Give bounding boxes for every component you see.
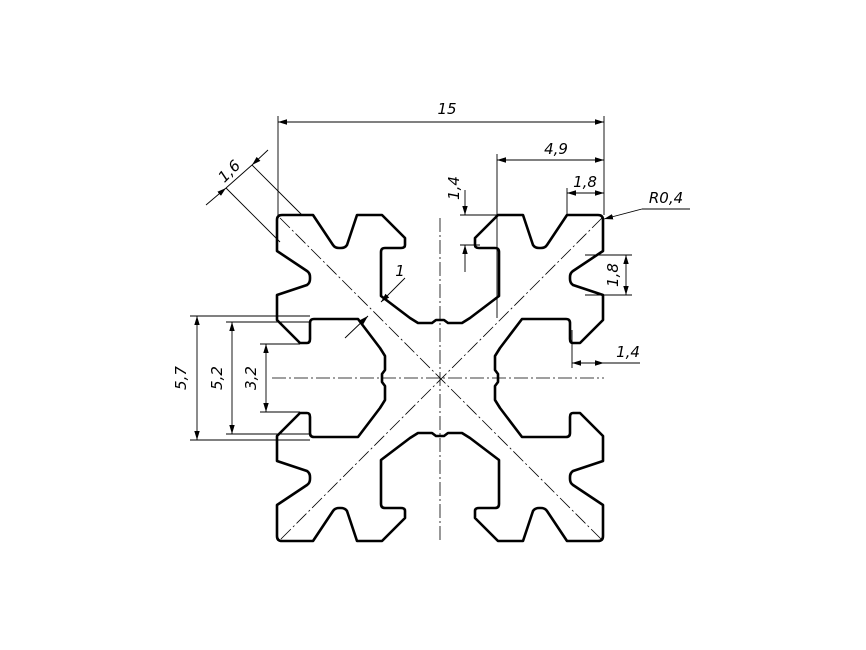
svg-text:1,4: 1,4 — [445, 176, 463, 200]
dim-slot-opening: 3,2 — [242, 343, 300, 413]
svg-text:15: 15 — [437, 100, 456, 118]
dim-lip-thickness-top: 1,4 — [445, 176, 497, 272]
dim-lip-height-right: 1,8 — [585, 254, 632, 296]
svg-text:5,7: 5,7 — [172, 366, 190, 390]
center-lines — [272, 217, 604, 541]
svg-text:4,9: 4,9 — [544, 140, 568, 158]
dim-slot-inner: 5,2 — [208, 321, 310, 435]
dim-corner-radius: R0,4 — [603, 189, 690, 220]
svg-text:1,8: 1,8 — [604, 263, 622, 287]
svg-text:R0,4: R0,4 — [649, 189, 683, 207]
svg-text:1,8: 1,8 — [573, 173, 597, 191]
svg-text:3,2: 3,2 — [242, 366, 260, 390]
svg-text:1: 1 — [395, 262, 405, 280]
dim-slot-offset: 4,9 — [496, 140, 604, 318]
svg-text:5,2: 5,2 — [208, 366, 226, 390]
dim-wall-thickness: 1 — [344, 262, 406, 339]
dim-diagonal-wall: 1,6 — [205, 149, 303, 243]
dim-overall-width: 15 — [277, 100, 605, 215]
dim-lip-thickness-right: 1,4 — [571, 330, 640, 368]
dim-lip-width: 1,8 — [566, 173, 604, 215]
dim-slot-outer: 5,7 — [172, 315, 310, 441]
svg-text:1,4: 1,4 — [616, 343, 640, 361]
svg-text:1,6: 1,6 — [214, 156, 244, 186]
